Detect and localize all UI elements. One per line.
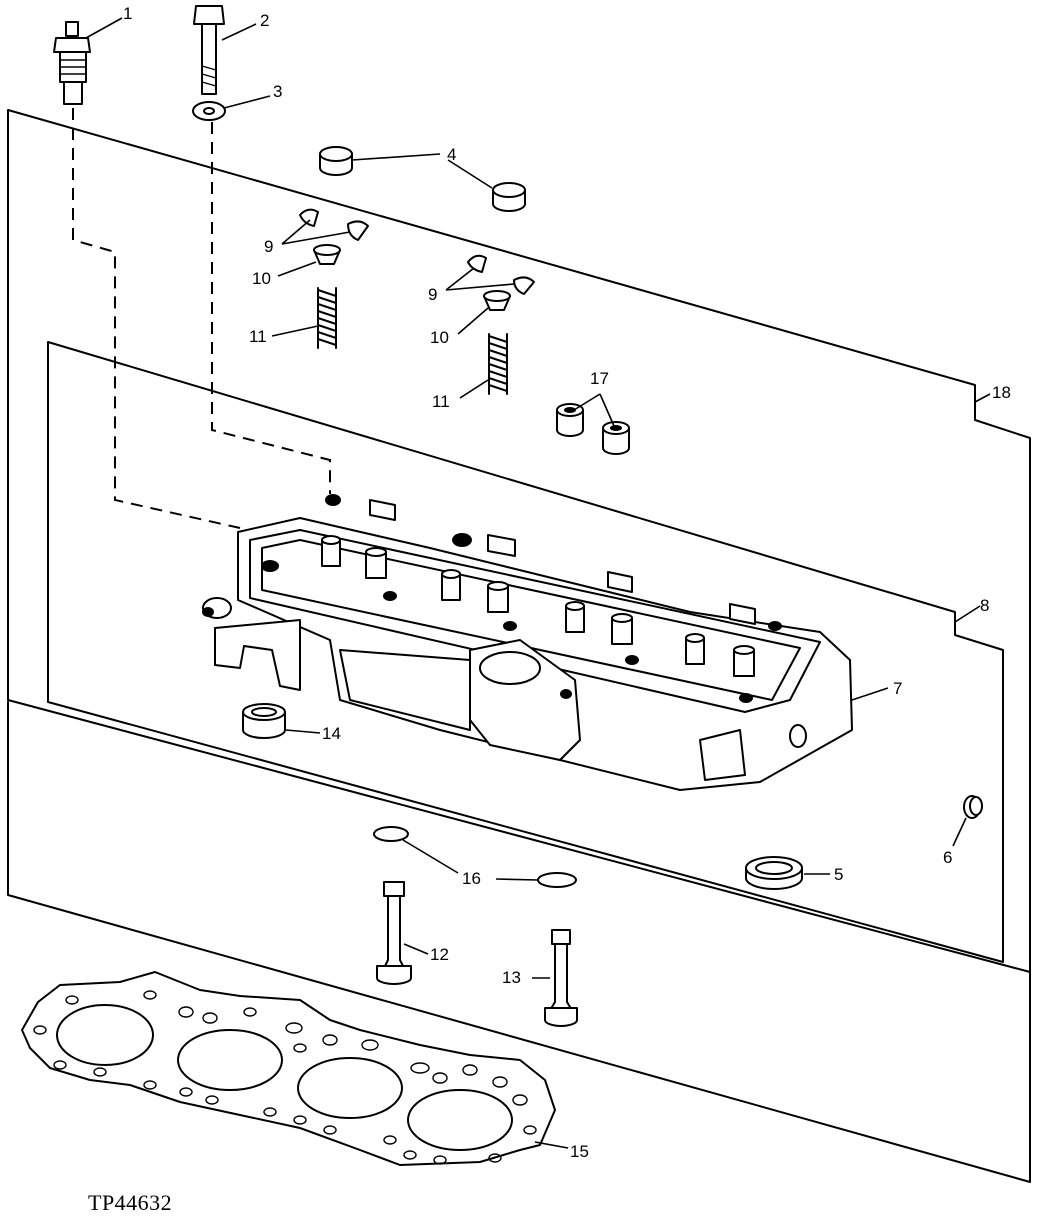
part-13-valve [544, 929, 578, 1027]
figure-id-label: TP44632 [88, 1190, 173, 1215]
kit-panel-outline-8 [47, 341, 1004, 963]
callout-8: 8 [980, 596, 990, 615]
callout-2: 2 [260, 11, 270, 30]
callout-15: 15 [570, 1142, 589, 1161]
callout-leader-lines [85, 17, 991, 1149]
part-15-head-gasket [21, 971, 556, 1166]
assembly-line-1 [72, 108, 241, 529]
part-11-valve-springs [317, 287, 508, 395]
callout-6: 6 [943, 848, 953, 867]
callout-3: 3 [273, 82, 283, 101]
gasket-panel-outline [7, 701, 1031, 1183]
callout-13: 13 [502, 968, 521, 987]
callout-10b: 10 [430, 328, 449, 347]
callout-4: 4 [447, 145, 457, 164]
part-14-bushing [242, 703, 286, 739]
callout-18: 18 [992, 383, 1011, 402]
part-4-valve-caps [319, 146, 526, 212]
part-17-stem-seals [556, 403, 630, 455]
callout-10a: 10 [252, 269, 271, 288]
part-2-cap-screw [193, 5, 225, 95]
part-7-cylinder-head [202, 494, 853, 791]
callout-17: 17 [590, 369, 609, 388]
callout-11b: 11 [432, 392, 450, 411]
kit-panel-outline-18 [7, 109, 1031, 973]
part-10-spring-caps [313, 244, 511, 311]
part-1-sender [53, 21, 91, 105]
callout-1: 1 [123, 4, 133, 23]
callout-7: 7 [893, 679, 903, 698]
part-12-valve [376, 881, 412, 985]
callout-11a: 11 [249, 327, 267, 346]
part-6-plug [963, 795, 983, 819]
callout-9a: 9 [264, 237, 274, 256]
part-9-retainer-locks [299, 208, 535, 295]
callout-12: 12 [430, 945, 449, 964]
callout-5: 5 [834, 865, 844, 884]
callout-16: 16 [462, 869, 481, 888]
assembly-line-2 [211, 122, 331, 494]
part-3-washer [192, 101, 226, 121]
callout-9b: 9 [428, 285, 438, 304]
part-5-seat-insert [745, 856, 803, 890]
callout-14: 14 [322, 724, 341, 743]
